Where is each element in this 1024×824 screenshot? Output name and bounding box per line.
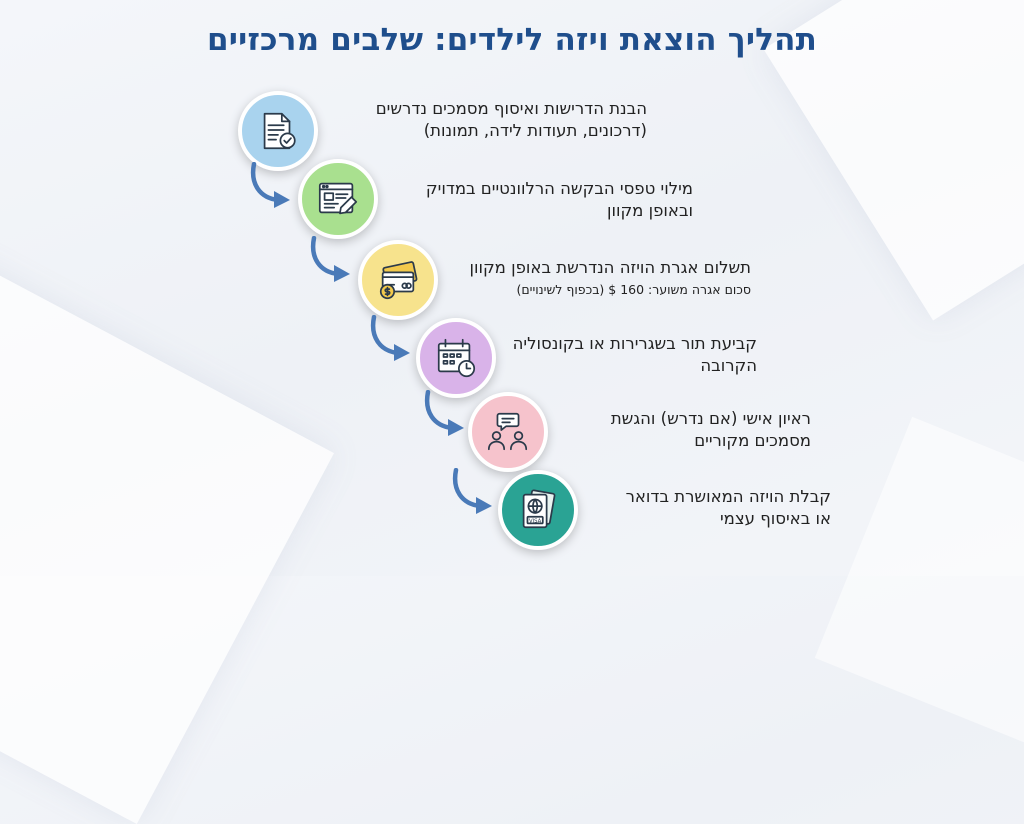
step-5-text: ראיון אישי (אם נדרש) והגשת מסמכים מקוריי… — [611, 408, 811, 452]
step-5-line-2: מסמכים מקוריים — [694, 431, 811, 450]
visa-label: VISA — [529, 518, 542, 524]
step-6-line-2: או באיסוף עצמי — [719, 509, 831, 528]
step-1-text: הבנת הדרישות ואיסוף מסמכים נדרשים (דרכונ… — [376, 98, 647, 142]
step-3-fee-note: סכום אגרה משוער: 160 $ (בכפוף לשינויים) — [516, 282, 751, 297]
step-4-circle — [416, 318, 496, 398]
step-1-circle — [238, 91, 318, 171]
step-4-text: קביעת תור בשגרירות או בקונסוליה הקרובה — [513, 333, 757, 377]
step-5-circle — [468, 392, 548, 472]
step-1-line-1: הבנת הדרישות ואיסוף מסמכים נדרשים — [375, 99, 647, 118]
step-3-text: תשלום אגרת הויזה הנדרשת באופן מקוון סכום… — [469, 257, 751, 299]
step-6-line-1: קבלת הויזה המאושרת בדואר — [625, 487, 831, 506]
step-2-circle — [298, 159, 378, 239]
step-4-line-1: קביעת תור בשגרירות או בקונסוליה — [512, 334, 757, 353]
passport-visa-icon: VISA — [522, 489, 556, 529]
background-shape — [0, 255, 335, 824]
step-6-text: קבלת הויזה המאושרת בדואר או באיסוף עצמי — [626, 486, 831, 530]
payment-card-icon — [379, 261, 418, 300]
curved-arrow-icon — [310, 236, 350, 282]
step-2-text: מילוי טפסי הבקשה הרלוונטיים במדויק ובאופ… — [426, 178, 693, 222]
online-form-icon — [318, 182, 358, 215]
step-3-circle — [358, 240, 438, 320]
step-3-line-1: תשלום אגרת הויזה הנדרשת באופן מקוון — [469, 258, 751, 277]
page-title: תהליך הוצאת ויזה לילדים: שלבים מרכזיים — [207, 22, 817, 58]
curved-arrow-icon — [370, 315, 410, 361]
curved-arrow-icon — [250, 162, 290, 208]
curved-arrow-icon — [452, 468, 492, 514]
step-4-line-2: הקרובה — [700, 356, 757, 375]
calendar-clock-icon — [437, 338, 476, 378]
step-1-line-2: (דרכונים, תעודות לידה, תמונות) — [423, 121, 647, 140]
background-shape — [814, 416, 1024, 756]
step-5-line-1: ראיון אישי (אם נדרש) והגשת — [610, 409, 811, 428]
curved-arrow-icon — [424, 390, 464, 436]
interview-icon — [487, 412, 528, 451]
step-2-line-2: ובאופן מקוון — [606, 201, 693, 220]
document-check-icon — [263, 112, 296, 150]
step-2-line-1: מילוי טפסי הבקשה הרלוונטיים במדויק — [425, 179, 693, 198]
step-6-circle: VISA — [498, 470, 578, 550]
